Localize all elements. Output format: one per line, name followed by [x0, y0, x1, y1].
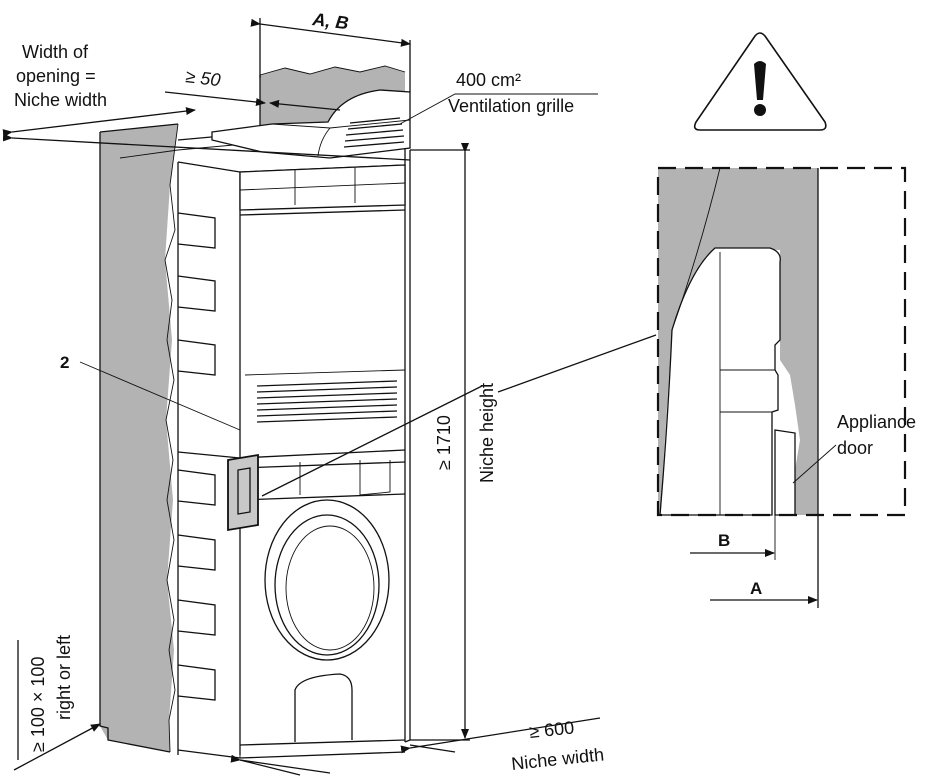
ventilation-leader — [399, 93, 598, 125]
dimension-ab-label: A, B — [311, 9, 350, 33]
detail-a-label: A — [750, 579, 762, 598]
appliance-door-line2: door — [837, 438, 873, 458]
niche-width-label: Niche width — [510, 744, 605, 774]
side-opening-line1: ≥ 100 × 100 — [28, 657, 48, 752]
niche-height-label: Niche height — [477, 383, 497, 483]
ventilation-hood — [211, 65, 411, 159]
opening-label-line1: Width of — [22, 42, 89, 62]
top-clearance-label: ≥ 50 — [185, 66, 222, 90]
opening-label-line3: Niche width — [14, 90, 107, 110]
opening-label-line2: opening = — [16, 66, 96, 86]
detail-b-label: B — [718, 531, 730, 550]
exclamation-triangle-icon — [693, 32, 827, 131]
grille-slots — [343, 117, 405, 148]
appliance-stack — [177, 148, 411, 759]
dimension-ab — [250, 18, 411, 92]
callout-2-box — [227, 453, 259, 532]
callout-2-label: 2 — [60, 353, 69, 372]
callout-2-leader — [79, 361, 241, 431]
dimension-top-clearance — [164, 91, 341, 111]
side-opening-arrow — [13, 723, 101, 771]
dimension-opening-width — [2, 107, 411, 161]
min-width-label: ≥ 600 — [528, 717, 575, 742]
ventilation-area-label: 400 cm² — [456, 70, 521, 90]
detail-connector-line — [261, 385, 483, 497]
min-height-label: ≥ 1710 — [434, 415, 454, 470]
side-opening-line2: right or left — [54, 635, 74, 720]
appliance-door-line1: Appliance — [837, 412, 916, 432]
ventilation-grille-label: Ventilation grille — [448, 96, 574, 116]
detail-view — [656, 166, 907, 608]
front-vent — [256, 380, 398, 423]
washer-door — [264, 499, 390, 661]
side-wall — [99, 123, 179, 753]
detail-connector-line-2 — [497, 334, 657, 393]
side-panel-slots — [177, 212, 216, 701]
dimension-niche-width — [230, 717, 601, 776]
